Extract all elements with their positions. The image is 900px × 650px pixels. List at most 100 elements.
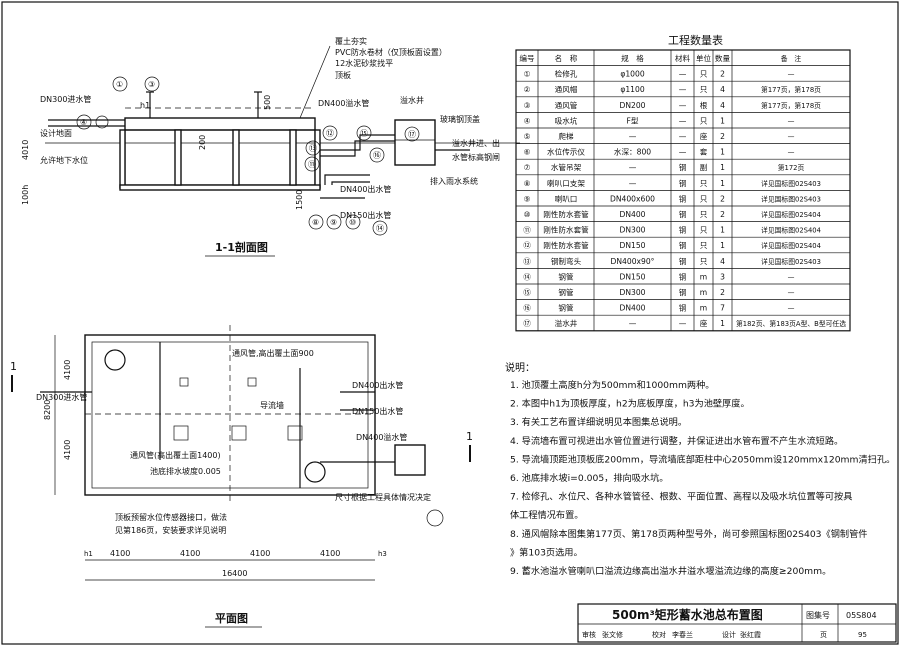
note-line: 9. 蓄水池溢水管喇叭口溢流边缘高出溢水井溢水堰溢流边缘的高度≥200mm。 (510, 565, 831, 577)
callout-11: ⑪ (308, 160, 316, 169)
table-cell: 只 (700, 116, 708, 125)
table-cell: 详见国标图02S403 (761, 257, 821, 266)
table-cell: 根 (700, 100, 708, 110)
plan-label-size: 尺寸根据工程具体情况决定 (335, 492, 431, 502)
table-cell: 2 (720, 194, 725, 203)
label-out150: DN150出水管 (340, 210, 391, 220)
table-cell: ④ (524, 116, 531, 125)
table-header-cell: 单位 (696, 53, 712, 63)
table-cell: 水管吊架 (551, 162, 582, 172)
table-cell: — (679, 116, 687, 125)
table-cell: ① (524, 70, 531, 79)
table-cell: — (788, 117, 795, 125)
section-mark-right: 1 (466, 430, 473, 443)
table-cell: 详见国标图02S404 (761, 226, 821, 235)
tank-wall-right (314, 129, 321, 189)
label-inlet: DN300进水管 (40, 94, 91, 104)
callout-16: ⑯ (373, 151, 381, 160)
label-h4010: 4010 (21, 140, 30, 160)
table-cell: m (700, 288, 707, 297)
section-title: 1-1剖面图 (215, 240, 268, 254)
table-cell: 7 (720, 304, 725, 313)
callout-17: ⑰ (408, 130, 416, 139)
table-cell: 第177页，第178页 (761, 101, 821, 110)
plan-overflow-well (394, 444, 426, 476)
table-cell: — (788, 273, 795, 281)
table-cell: F型 (627, 116, 639, 125)
dim-4100-v1: 4100 (63, 360, 72, 380)
table-header-cell: 数量 (715, 53, 731, 63)
signature-cell: 审核 (582, 630, 596, 639)
table-cell: DN200 (619, 101, 645, 110)
table-cell: 详见国标图02S404 (761, 210, 821, 219)
table-cell: m (700, 272, 707, 281)
plan-label-inlet: DN300进水管 (36, 392, 87, 402)
note-line: 4. 导流墙布置可视进出水管位置进行调整，并保证进出水管布置不产生水流短路。 (510, 435, 843, 447)
dim-h3: h3 (378, 550, 387, 558)
table-cell: ⑭ (523, 272, 531, 281)
table-cell: φ1000 (620, 70, 645, 79)
table-cell: 刚性防水套管 (543, 209, 589, 219)
table-cell: 座 (700, 131, 708, 141)
table-cell: 钢 (679, 193, 687, 203)
table-cell: ⑤ (524, 132, 531, 141)
table-cell: DN300 (619, 226, 645, 235)
notes-block: 说明： 1. 池顶覆土高度h分为500mm和1000mm两种。2. 本图中h1为… (505, 361, 895, 577)
table-cell: 1 (720, 163, 725, 172)
table-cell: 只 (700, 210, 708, 219)
title-block: 500m³矩形蓄水池总布置图 图集号 05S804 审核张文修校对李春兰设计张红… (577, 603, 897, 643)
table-cell: 钢 (679, 209, 687, 219)
outlet-pipe-400 (324, 174, 370, 185)
table-cell: 2 (720, 132, 725, 141)
table-cell: DN150 (619, 272, 645, 281)
table-cell: 钢管 (558, 287, 574, 297)
tank-section (124, 129, 316, 186)
note-line: 6. 池底排水坡i=0.005，排向吸水坑。 (510, 472, 669, 484)
table-cell: ⑮ (523, 288, 531, 297)
label-overflow-well: 溢水井 (400, 95, 424, 105)
signature-cell: 李春兰 (672, 630, 693, 639)
table-cell: 4 (720, 257, 725, 266)
label-h500: 500 (263, 95, 272, 110)
callout-1: ① (116, 80, 123, 89)
overflow-pipe (320, 134, 395, 151)
notes-heading: 说明： (505, 361, 535, 374)
table-cell: 套 (700, 147, 708, 157)
dim-4100-b: 4100 (180, 549, 200, 558)
table-cell: 只 (700, 179, 708, 188)
table-cell: — (788, 133, 795, 141)
table-cell: 只 (700, 85, 708, 94)
tank-wall-left (119, 129, 126, 189)
label-out400: DN400出水管 (340, 184, 391, 194)
table-cell: 详见国标图02S403 (761, 194, 821, 203)
table-cell: — (679, 148, 687, 157)
column-sym-1 (173, 425, 189, 441)
column-sym-3 (287, 425, 303, 441)
table-cell: — (788, 305, 795, 313)
table-cell: — (679, 319, 687, 328)
table-cell: 通风帽 (555, 84, 578, 94)
table-cell: ⑰ (523, 319, 531, 328)
table-cell: 2 (720, 210, 725, 219)
table-cell: ⑬ (523, 257, 531, 266)
callout-10: ⑩ (349, 218, 356, 227)
label-overflow-pipe: DN400溢水管 (318, 98, 369, 108)
note-line: 3. 有关工艺布置详细说明见本图集总说明。 (510, 416, 687, 428)
table-header-cell: 备 注 (781, 54, 802, 63)
plan-label-level: 顶板预留水位传感器接口，做法 (115, 512, 227, 522)
table-cell: 喇叭口 (555, 193, 578, 203)
table-cell: ⑧ (524, 179, 531, 188)
table-cell: DN400x600 (610, 194, 655, 203)
table-cell: — (788, 289, 795, 297)
table-cell: 钢 (679, 178, 687, 188)
table-cell: ③ (524, 101, 531, 110)
table-cell: 1 (720, 116, 725, 125)
column-sym-2 (231, 425, 247, 441)
table-cell: 2 (720, 70, 725, 79)
vent-cap-2 (247, 377, 257, 387)
table-cell: ⑫ (523, 241, 531, 250)
table-cell: 水位传示仪 (547, 147, 585, 157)
label-h1500: 1500 (295, 190, 304, 210)
table-cell: φ1100 (620, 85, 645, 94)
